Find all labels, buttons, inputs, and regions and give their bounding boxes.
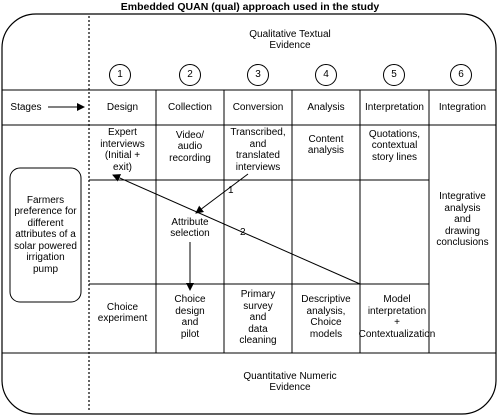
step-number-6: 6 xyxy=(450,64,472,86)
arrow-label-1: 1 xyxy=(228,185,234,196)
step-number-1: 1 xyxy=(109,64,131,86)
qual-interpretation-cell: Quotations, contextual story lines xyxy=(368,128,421,163)
arrow-1 xyxy=(195,173,249,214)
qual-design-cell: Expert interviews (Initial + exit) xyxy=(100,127,145,173)
quant-conversion-cell: Primary survey and data cleaning xyxy=(239,289,277,347)
arrow-2 xyxy=(112,174,361,285)
quant-interpretation-cell: Model interpretation + Contextualization xyxy=(358,294,436,340)
qual-conversion-cell: Transcribed, and translated interviews xyxy=(230,127,286,173)
stage-design: Design xyxy=(106,101,139,113)
quant-design-cell: Choice experiment xyxy=(97,301,148,325)
stage-analysis: Analysis xyxy=(307,101,345,113)
arrow-label-2: 2 xyxy=(240,227,246,238)
outer-frame xyxy=(1,13,497,415)
step-number-4: 4 xyxy=(315,64,337,86)
step-number-5: 5 xyxy=(383,64,405,86)
stage-collection: Collection xyxy=(168,101,212,113)
quantitative-evidence-label: Quantitative Numeric Evidence xyxy=(243,370,337,394)
step-number-2: 2 xyxy=(179,64,201,86)
integration-cell: Integrative analysis and drawing conclus… xyxy=(436,191,489,249)
stage-integration: Integration xyxy=(438,101,487,113)
step-number-3: 3 xyxy=(247,64,269,86)
qual-analysis-cell: Content analysis xyxy=(307,133,345,157)
attribute-selection: Attribute selection xyxy=(170,216,210,240)
diagram-title: Embedded QUAN (qual) approach used in th… xyxy=(120,1,380,13)
stage-conversion: Conversion xyxy=(232,101,284,113)
qual-collection-cell: Video/ audio recording xyxy=(169,129,211,164)
quant-collection-cell: Choice design and pilot xyxy=(174,294,206,340)
qualitative-evidence-label: Qualitative Textual Evidence xyxy=(249,28,331,52)
quant-analysis-cell: Descriptive analysis, Choice models xyxy=(301,294,351,340)
farmers-box-text: Farmers preference for different attribu… xyxy=(14,194,77,275)
stages-label: Stages xyxy=(10,101,42,113)
farmers-box xyxy=(9,167,82,303)
stage-interpretation: Interpretation xyxy=(365,101,424,113)
